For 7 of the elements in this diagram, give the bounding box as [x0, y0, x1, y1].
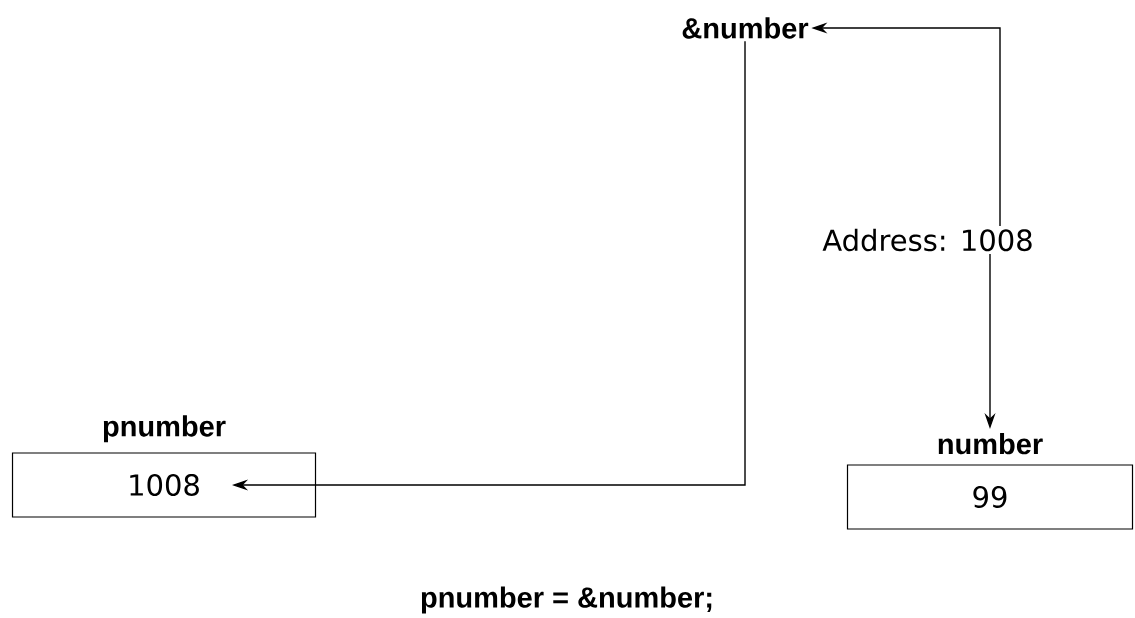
caption: pnumber = &number;	[421, 586, 712, 614]
label-text: Address: 1008	[822, 228, 1032, 252]
value-box: 99 number	[846, 433, 1134, 530]
label-text: &number	[682, 17, 809, 39]
value-box: 1008 pnumber	[11, 415, 317, 518]
node-label: pnumber	[103, 415, 226, 443]
node-label: number	[938, 433, 1043, 455]
